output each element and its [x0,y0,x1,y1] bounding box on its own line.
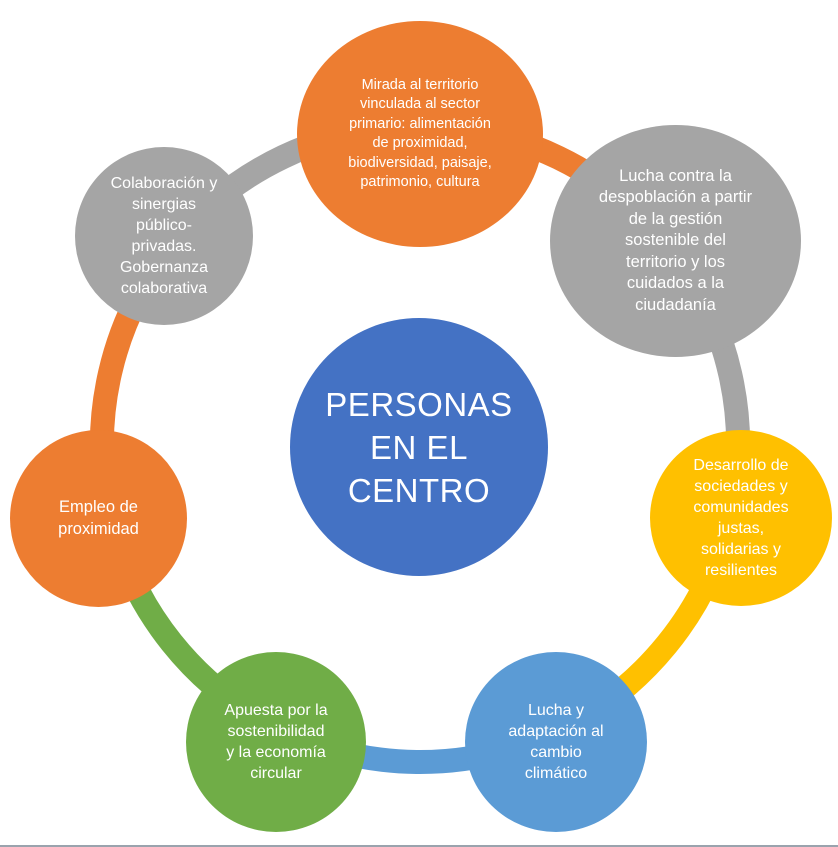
node-territory: Mirada al territorio vinculada al sector… [297,21,543,247]
node-climate-change-label: Lucha y adaptación al cambio climático [508,702,604,782]
node-resilient-societies: Desarrollo de sociedades y comunidades j… [650,430,832,606]
node-circular-economy: Apuesta por la sostenibilidad y la econo… [186,652,366,832]
node-collaboration: Colaboración y sinergias público- privad… [75,147,253,325]
node-local-employment-label: Empleo de proximidad [58,498,139,538]
node-resilient-societies-label: Desarrollo de sociedades y comunidades j… [693,457,789,579]
node-climate-change: Lucha y adaptación al cambio climático [465,652,647,832]
node-depopulation: Lucha contra la despoblación a partir de… [550,125,801,357]
node-local-employment: Empleo de proximidad [10,430,187,607]
node-collaboration-label: Colaboración y sinergias público- privad… [110,175,218,297]
node-territory-label: Mirada al territorio vinculada al sector… [348,76,492,191]
node-depopulation-label: Lucha contra la despoblación a partir de… [598,166,753,314]
bottom-divider [0,845,838,847]
center-node: PERSONAS EN EL CENTRO [290,318,548,576]
center-node-label: PERSONAS EN EL CENTRO [325,385,513,509]
node-circular-economy-label: Apuesta por la sostenibilidad y la econo… [224,702,328,782]
